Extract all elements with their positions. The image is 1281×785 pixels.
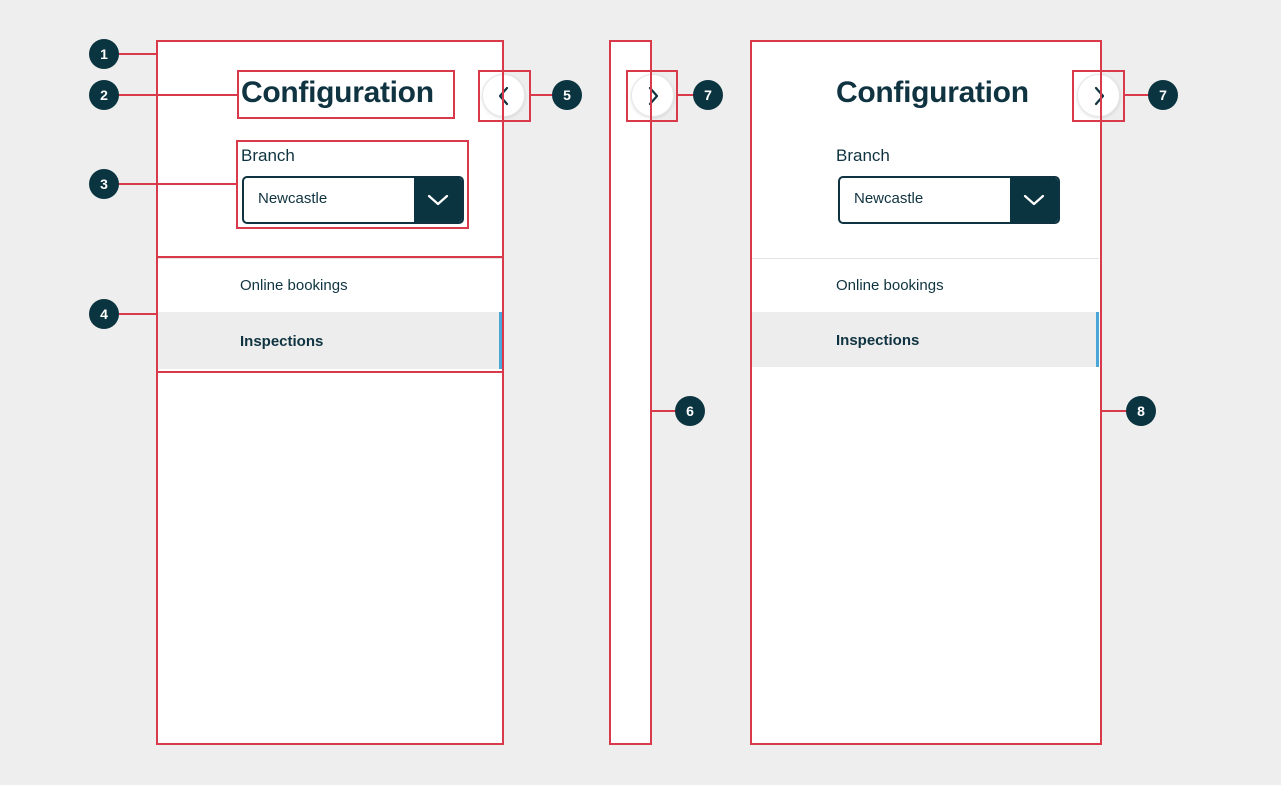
chevron-left-icon <box>497 86 511 106</box>
nav-item-label: Online bookings <box>240 277 348 294</box>
sidebar-overlay: Configuration Branch Newcastle Online bo… <box>751 41 1101 744</box>
chevron-right-icon <box>1092 86 1106 106</box>
page-title: Configuration <box>241 76 434 109</box>
leader-line <box>678 94 695 96</box>
annotation-badge: 4 <box>89 299 119 329</box>
annotation-box-expand <box>626 70 678 122</box>
nav-item-label: Online bookings <box>836 277 944 294</box>
leader-line <box>118 53 156 55</box>
annotation-badge: 3 <box>89 169 119 199</box>
branch-select-value: Newcastle <box>854 190 924 207</box>
expand-button[interactable] <box>1077 74 1120 117</box>
nav-divider <box>751 258 1099 259</box>
branch-select-value: Newcastle <box>258 190 328 207</box>
sidebar-expanded: Configuration Branch Newcastle Online bo… <box>157 41 503 744</box>
annotation-box-collapsed-panel <box>609 40 652 745</box>
nav-item-inspections[interactable]: Inspections <box>157 312 503 369</box>
nav-item-label: Inspections <box>240 333 324 350</box>
leader-line <box>1102 410 1128 412</box>
leader-line <box>531 94 553 96</box>
active-indicator <box>1096 312 1099 367</box>
nav-item-online-bookings[interactable]: Online bookings <box>157 259 503 312</box>
nav-item-inspections[interactable]: Inspections <box>751 312 1099 367</box>
annotation-box-nav <box>156 256 504 373</box>
active-indicator <box>499 312 502 369</box>
nav-divider <box>157 258 503 259</box>
page-title: Configuration <box>836 76 1029 109</box>
annotation-badge: 6 <box>675 396 705 426</box>
annotation-badge: 1 <box>89 39 119 69</box>
annotation-badge: 2 <box>89 80 119 110</box>
branch-select[interactable]: Newcastle <box>838 176 1060 224</box>
branch-select[interactable]: Newcastle <box>242 176 464 224</box>
leader-line <box>1125 94 1149 96</box>
chevron-down-icon[interactable] <box>1010 178 1058 222</box>
annotation-box-expand <box>1072 70 1125 122</box>
annotation-box-title <box>237 70 455 119</box>
annotation-badge: 7 <box>693 80 723 110</box>
leader-line <box>118 94 239 96</box>
branch-label: Branch <box>241 146 295 165</box>
annotation-badge: 7 <box>1148 80 1178 110</box>
branch-label: Branch <box>836 146 890 165</box>
annotation-box-branch <box>236 140 469 229</box>
nav-item-label: Inspections <box>836 332 920 349</box>
annotation-badge: 8 <box>1126 396 1156 426</box>
nav-item-online-bookings[interactable]: Online bookings <box>751 259 1099 312</box>
annotation-box-panel <box>156 40 504 745</box>
leader-line <box>118 183 238 185</box>
annotation-badge: 5 <box>552 80 582 110</box>
chevron-down-icon[interactable] <box>414 178 462 222</box>
leader-line <box>118 313 156 315</box>
leader-line <box>652 410 676 412</box>
expand-button[interactable] <box>631 74 674 117</box>
annotation-box-overlay-panel <box>750 40 1102 745</box>
annotation-box-collapse <box>478 70 531 122</box>
sidebar-collapsed <box>610 41 651 744</box>
